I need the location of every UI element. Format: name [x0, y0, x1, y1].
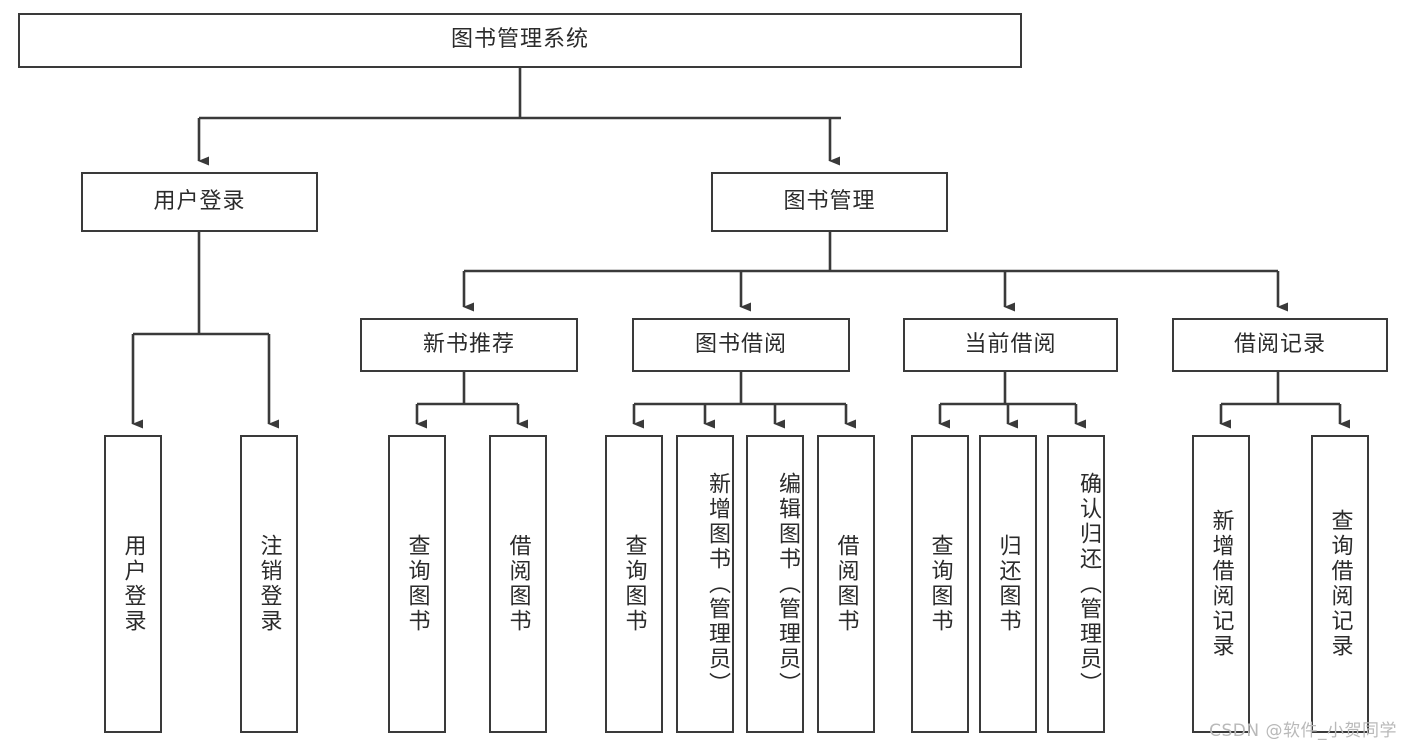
node-label: 图书管理系统 — [450, 27, 589, 53]
node-borrow-record[interactable]: 借阅记录 — [1172, 318, 1388, 372]
leaf-edit-book-admin[interactable]: 编辑图书（管理员） — [746, 435, 804, 733]
node-label: 新书推荐 — [422, 331, 515, 357]
watermark: CSDN @软件_小贺同学 — [1209, 721, 1397, 741]
node-label: 借阅图书 — [505, 534, 531, 634]
node-book-borrow[interactable]: 图书借阅 — [632, 318, 850, 372]
node-label: 借阅记录 — [1233, 331, 1326, 357]
node-label: 借阅图书 — [833, 534, 859, 634]
leaf-confirm-return-admin[interactable]: 确认归还（管理员） — [1047, 435, 1105, 733]
node-label: 查询图书 — [404, 534, 430, 634]
node-label: 确认归还（管理员） — [1076, 471, 1101, 697]
node-label: 图书借阅 — [694, 331, 787, 357]
node-label: 新增图书（管理员） — [705, 471, 730, 697]
leaf-query-book-recommend[interactable]: 查询图书 — [388, 435, 446, 733]
node-label: 查询图书 — [621, 534, 647, 634]
node-label: 查询借阅记录 — [1327, 509, 1353, 659]
leaf-query-borrow-record[interactable]: 查询借阅记录 — [1311, 435, 1369, 733]
leaf-logout[interactable]: 注销登录 — [240, 435, 298, 733]
leaf-add-book-admin[interactable]: 新增图书（管理员） — [676, 435, 734, 733]
node-label: 当前借阅 — [964, 331, 1057, 357]
leaf-user-login[interactable]: 用户登录 — [104, 435, 162, 733]
node-user-login[interactable]: 用户登录 — [81, 172, 318, 232]
leaf-borrow-book-recommend[interactable]: 借阅图书 — [489, 435, 547, 733]
node-label: 用户登录 — [120, 534, 146, 634]
node-label: 新增借阅记录 — [1208, 509, 1234, 659]
node-book-management[interactable]: 图书管理 — [711, 172, 948, 232]
node-current-borrow[interactable]: 当前借阅 — [903, 318, 1118, 372]
leaf-query-book-borrow[interactable]: 查询图书 — [605, 435, 663, 733]
node-label: 用户登录 — [153, 188, 246, 214]
leaf-add-borrow-record[interactable]: 新增借阅记录 — [1192, 435, 1250, 733]
node-root-system[interactable]: 图书管理系统 — [18, 13, 1022, 68]
leaf-return-book[interactable]: 归还图书 — [979, 435, 1037, 733]
node-label: 图书管理 — [783, 188, 876, 214]
node-label: 归还图书 — [995, 534, 1021, 634]
node-new-book-recommend[interactable]: 新书推荐 — [360, 318, 578, 372]
node-label: 编辑图书（管理员） — [775, 471, 800, 697]
leaf-query-book-current[interactable]: 查询图书 — [911, 435, 969, 733]
node-label: 注销登录 — [256, 534, 282, 634]
leaf-borrow-book[interactable]: 借阅图书 — [817, 435, 875, 733]
node-label: 查询图书 — [927, 534, 953, 634]
